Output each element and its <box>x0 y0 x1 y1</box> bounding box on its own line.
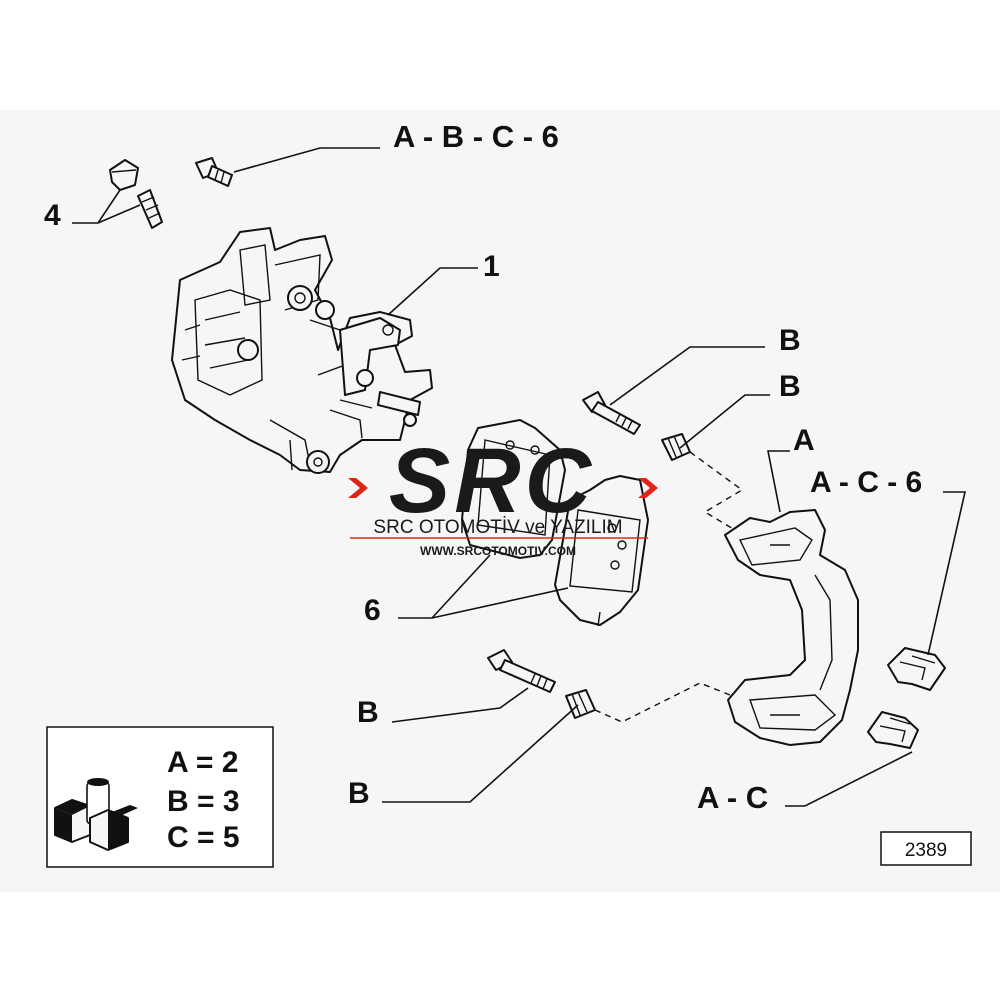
callout-4: 4 <box>44 199 61 232</box>
assembly-line-upper <box>689 451 744 531</box>
watermark: SRC SRC OTOMOTİV ve YAZILIM WWW.SRCOTOMO… <box>348 430 658 558</box>
guide-pin-upper-drawing <box>582 391 641 435</box>
watermark-logo: SRC <box>389 430 595 532</box>
guide-bushing-upper-drawing <box>661 433 691 461</box>
brake-pad-front-drawing <box>554 475 649 627</box>
callout-a-c-6: A - C - 6 <box>810 466 922 499</box>
anti-rattle-clip-lower-drawing <box>867 711 919 749</box>
anti-rattle-clip-upper-drawing <box>887 647 946 691</box>
src-logo: SRC <box>389 430 595 532</box>
bleeder-cap-drawing <box>109 159 139 191</box>
callout-b-lower-pin: B <box>357 696 379 729</box>
reference-number-box: 2389 <box>880 831 972 866</box>
callout-6: 6 <box>364 594 381 627</box>
caliper-carrier-bracket-drawing <box>724 509 859 746</box>
callout-b-upper-bushing: B <box>779 370 801 403</box>
callout-b-lower-bushing: B <box>348 777 370 810</box>
callout-a-c: A - C <box>697 780 768 815</box>
brake-pad-rear-drawing <box>461 419 566 559</box>
watermark-chevron-right <box>638 478 658 498</box>
reference-number: 2389 <box>905 840 947 861</box>
assembly-line-lower <box>594 682 731 723</box>
leader-lines <box>72 147 967 807</box>
bleeder-screw-drawing <box>137 189 163 229</box>
legend-c-quantity: C = 5 <box>167 821 240 854</box>
watermark-chevron-left <box>348 478 368 498</box>
legend-b-quantity: B = 3 <box>167 785 240 818</box>
quantity-legend: A = 2 B = 3 C = 5 <box>46 726 274 868</box>
callout-1: 1 <box>483 250 500 283</box>
legend-a-quantity: A = 2 <box>167 746 238 779</box>
watermark-company: SRC OTOMOTİV ve YAZILIM <box>373 517 622 538</box>
callout-a-b-c-6: A - B - C - 6 <box>393 119 559 154</box>
callout-b-upper-pin: B <box>779 324 801 357</box>
parts-box-icon <box>54 778 138 851</box>
callout-a: A <box>793 424 815 457</box>
guide-pin-lower-drawing <box>487 649 556 693</box>
guide-bushing-lower-drawing <box>565 689 596 719</box>
watermark-url: WWW.SRCOTOMOTIV.COM <box>420 544 576 558</box>
brake-caliper-drawing <box>171 227 433 474</box>
upper-bolt-drawing <box>195 157 233 187</box>
